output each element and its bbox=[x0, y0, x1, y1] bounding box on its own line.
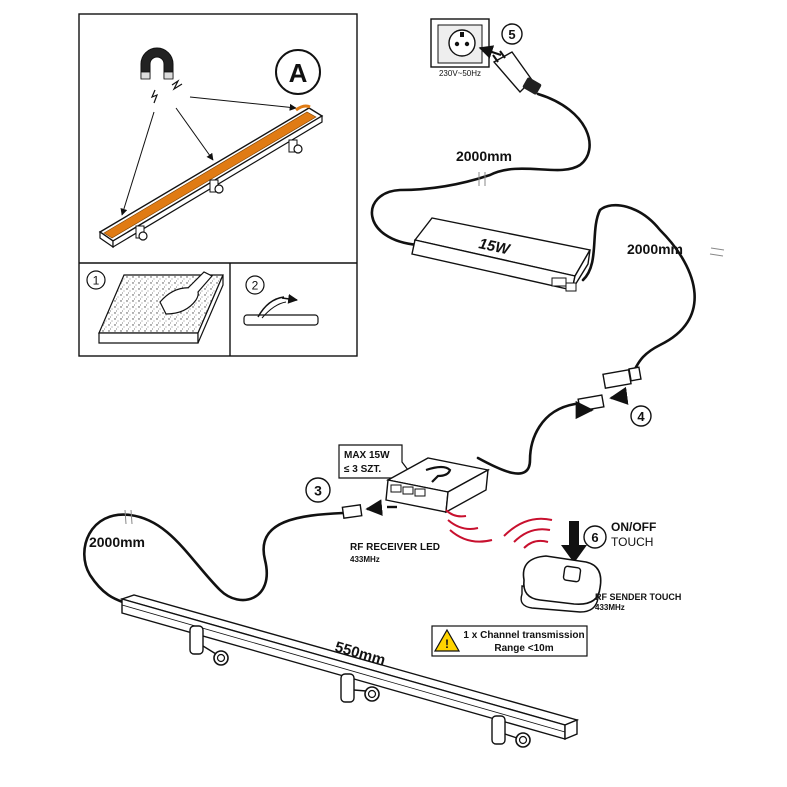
rf-waves-sender bbox=[503, 517, 553, 549]
quick-connector bbox=[575, 366, 642, 420]
rf-receiver bbox=[385, 457, 491, 514]
spotlight bbox=[340, 673, 380, 703]
press-arrow-icon bbox=[561, 521, 587, 563]
rf-sender-touch[interactable] bbox=[520, 555, 602, 613]
badge-a: A bbox=[275, 49, 321, 95]
cable-length-left: 2000mm bbox=[89, 534, 145, 550]
max-load-label: MAX 15W ≤ 3 SZT. bbox=[338, 444, 409, 479]
step-5-badge: 5 bbox=[501, 23, 523, 45]
svg-text:A: A bbox=[289, 58, 308, 88]
spotlight bbox=[288, 139, 303, 154]
svg-text:3: 3 bbox=[314, 483, 322, 499]
sender-name: RF SENDER TOUCH bbox=[595, 592, 681, 602]
sender-freq: 433MHz bbox=[595, 603, 625, 612]
sender-action-1: ON/OFF bbox=[611, 520, 656, 534]
luminaire-bar bbox=[119, 594, 580, 748]
spotlight bbox=[209, 179, 224, 194]
step-3-badge: 3 bbox=[305, 477, 331, 503]
svg-text:1 x Channel transmission: 1 x Channel transmission bbox=[463, 630, 584, 641]
installation-panel: A bbox=[78, 13, 358, 357]
rf-waves-receiver bbox=[445, 509, 493, 543]
warning-box: ! 1 x Channel transmission Range <10m bbox=[431, 625, 588, 657]
spotlight bbox=[189, 625, 229, 666]
cable-receiver-to-luminaire bbox=[83, 511, 345, 606]
step-2-peel: 2 bbox=[243, 275, 319, 326]
plug-icon bbox=[478, 45, 542, 95]
svg-text:4: 4 bbox=[637, 409, 645, 424]
cable-break-marks bbox=[124, 172, 725, 525]
svg-text:Range <10m: Range <10m bbox=[494, 643, 553, 654]
warning-icon: ! bbox=[433, 628, 461, 652]
spotlight bbox=[491, 715, 531, 748]
svg-text:230V~50Hz: 230V~50Hz bbox=[439, 69, 481, 78]
cable-length-right: 2000mm bbox=[627, 241, 683, 257]
receiver-name: RF RECEIVER LED bbox=[350, 542, 440, 553]
step-6-badge: 6 bbox=[583, 525, 607, 549]
cable-driver-to-connector bbox=[581, 203, 696, 382]
svg-text:5: 5 bbox=[508, 27, 515, 42]
receiver-plug bbox=[341, 499, 397, 519]
led-profile-top bbox=[98, 104, 324, 249]
cable-length-top: 2000mm bbox=[456, 148, 512, 164]
svg-text:15W: 15W bbox=[477, 235, 513, 258]
cable-connector-to-receiver bbox=[476, 402, 577, 475]
spotlight bbox=[135, 225, 148, 241]
svg-text:1: 1 bbox=[93, 274, 100, 288]
cable-plug-to-driver bbox=[370, 92, 591, 247]
magnet-arrows bbox=[120, 96, 297, 216]
svg-text:MAX 15W: MAX 15W bbox=[344, 450, 390, 461]
step-4-badge: 4 bbox=[630, 405, 652, 427]
wall-socket-icon: 230V~50Hz bbox=[430, 18, 490, 78]
svg-text:≤ 3 SZT.: ≤ 3 SZT. bbox=[344, 464, 381, 475]
svg-text:2: 2 bbox=[252, 279, 259, 293]
magnet-icon bbox=[140, 47, 183, 104]
svg-text:!: ! bbox=[445, 637, 449, 651]
receiver-freq: 433MHz bbox=[350, 555, 380, 564]
step-1-clean: 1 bbox=[86, 270, 224, 344]
svg-text:6: 6 bbox=[591, 530, 598, 545]
sender-action-2: TOUCH bbox=[611, 535, 653, 549]
power-driver: 15W bbox=[411, 217, 592, 292]
